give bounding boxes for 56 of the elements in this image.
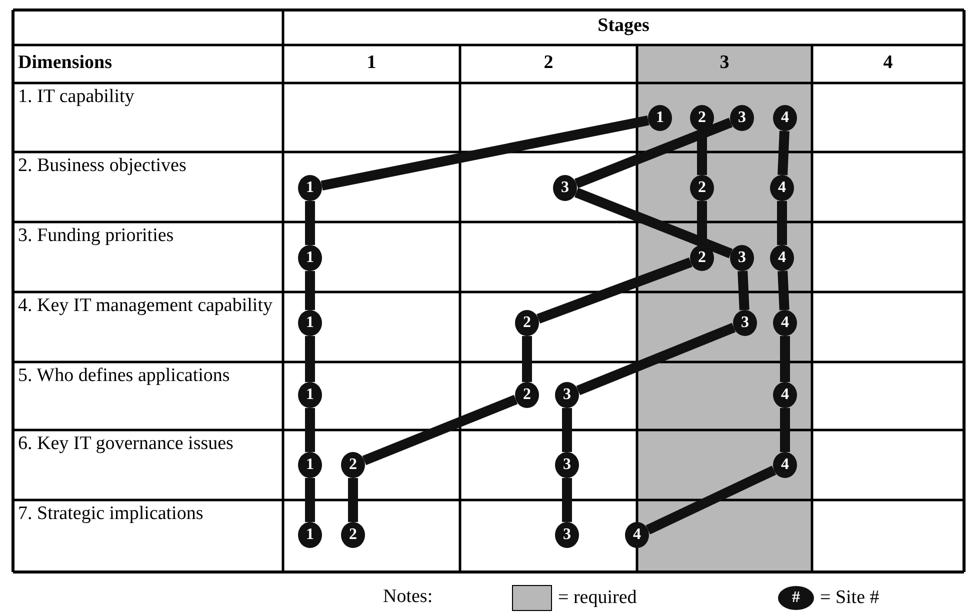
connector-line <box>780 336 790 382</box>
connector-line <box>362 394 518 466</box>
row-header: 1. IT capability <box>18 86 136 108</box>
column-group-header: Stages <box>596 15 650 37</box>
column-header: Dimensions <box>18 52 112 74</box>
connector-line <box>522 336 532 382</box>
stage-number: 2 <box>542 52 554 74</box>
connector-line <box>305 408 315 452</box>
site-marker: 3 <box>553 175 577 201</box>
node-label: 3 <box>561 179 569 196</box>
connector-line <box>562 478 572 522</box>
connector-line <box>305 478 315 522</box>
connector-line <box>320 115 650 191</box>
site-marker: 3 <box>555 382 579 408</box>
site-marker: 1 <box>298 522 322 548</box>
row-header: 2. Business objectives <box>18 155 188 177</box>
row-header: 4. Key IT management capability <box>18 295 274 317</box>
connector-line <box>780 408 790 452</box>
site-marker: 2 <box>515 310 539 336</box>
connector-line <box>348 478 358 522</box>
stage-number: 4 <box>882 52 894 74</box>
site-marker: 2 <box>515 382 539 408</box>
row-header: 7. Strategic implications <box>18 503 204 525</box>
row-header: 3. Funding priorities <box>18 225 175 247</box>
connector-line <box>305 271 315 310</box>
site-marker: 1 <box>298 452 322 478</box>
connector-line <box>536 258 692 324</box>
stage-number: 3 <box>718 52 730 74</box>
connector-line <box>305 336 315 382</box>
row-header: 5. Who defines applications <box>18 365 231 387</box>
row-header: 6. Key IT governance issues <box>18 433 234 455</box>
site-marker: 1 <box>298 310 322 336</box>
site-marker: 1 <box>298 175 322 201</box>
legend-text: = Site # <box>820 587 880 609</box>
node-label: 2 <box>698 249 706 266</box>
connector-line <box>778 270 790 310</box>
stage-number: 1 <box>366 52 378 74</box>
notes-label: Notes: <box>383 586 433 608</box>
connector-line <box>738 270 750 310</box>
site-marker: 3 <box>555 452 579 478</box>
connector-line <box>778 130 790 176</box>
site-marker: 1 <box>298 382 322 408</box>
connector-line <box>305 201 315 245</box>
site-marker: 2 <box>341 522 365 548</box>
site-marker: 3 <box>555 522 579 548</box>
site-marker-sample: # <box>778 586 814 610</box>
connector-line <box>574 188 733 258</box>
site-marker: 1 <box>298 245 322 271</box>
legend-text: = required <box>558 587 637 609</box>
connector-line <box>646 466 776 534</box>
connector-line <box>576 322 736 396</box>
connector-line <box>562 408 572 452</box>
site-marker: 4 <box>625 522 649 548</box>
site-marker: 2 <box>341 452 365 478</box>
node-label: 2 <box>698 109 706 126</box>
connector-line <box>777 201 787 245</box>
